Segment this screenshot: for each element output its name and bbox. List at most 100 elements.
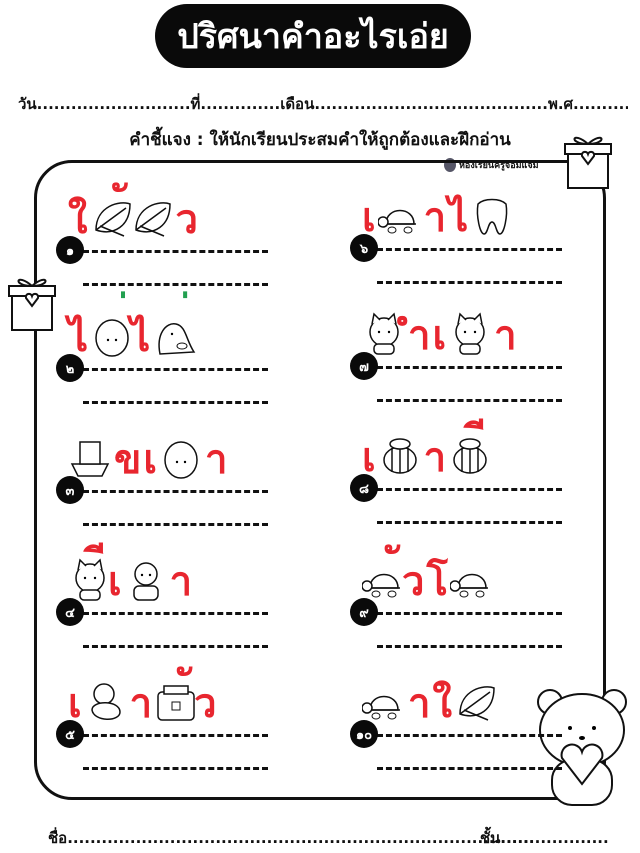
turtle-icon bbox=[362, 573, 400, 598]
item-number: ๑๐ bbox=[350, 720, 378, 748]
turtle-icon bbox=[362, 695, 400, 720]
answer-line[interactable] bbox=[83, 250, 268, 253]
exercise-item: ัวโ๙ bbox=[350, 542, 602, 648]
answer-line[interactable] bbox=[83, 490, 268, 493]
answer-line[interactable] bbox=[377, 645, 562, 648]
turtle-icon bbox=[449, 573, 488, 598]
letter: า bbox=[205, 437, 228, 483]
cat-icon bbox=[369, 312, 399, 355]
answer-line[interactable] bbox=[377, 521, 562, 524]
answer-line[interactable] bbox=[377, 248, 562, 251]
cat-icon bbox=[75, 558, 105, 601]
exercise-item: าใ๑๐ bbox=[350, 664, 602, 770]
tooth-icon bbox=[477, 198, 508, 235]
credit-text: ห้องเรียนครูจ๋อมแจ่ม bbox=[459, 161, 539, 171]
man-icon bbox=[132, 562, 159, 601]
letter: า bbox=[169, 559, 193, 605]
bag-icon bbox=[157, 685, 195, 721]
letter: ว bbox=[175, 197, 198, 243]
letter: เ bbox=[68, 681, 82, 727]
bear-icon bbox=[537, 689, 627, 806]
letter: ใ bbox=[68, 197, 88, 243]
exercise-item: เ าไ๖ bbox=[350, 178, 602, 284]
letter: ว bbox=[402, 559, 425, 605]
letter: ว bbox=[194, 681, 217, 727]
word-puzzle: ำเ า bbox=[362, 296, 602, 356]
word-puzzle: เาี bbox=[362, 418, 602, 478]
answer-line[interactable] bbox=[377, 767, 562, 770]
answer-line[interactable] bbox=[377, 734, 562, 737]
answer-line[interactable] bbox=[377, 399, 562, 402]
item-number: ๒ bbox=[56, 354, 84, 382]
letter: ไ bbox=[448, 195, 469, 241]
letter: เ bbox=[143, 437, 158, 483]
letter: เ bbox=[108, 559, 122, 605]
exercise-item: ใัว๑ bbox=[56, 180, 308, 286]
chick-icon bbox=[158, 323, 196, 355]
item-number: ๖ bbox=[350, 234, 378, 262]
leaf-icon bbox=[459, 686, 495, 721]
date-line: วัน...........................ที่.......… bbox=[18, 95, 628, 113]
answer-line[interactable] bbox=[377, 366, 562, 369]
answer-line[interactable] bbox=[83, 612, 268, 615]
letter: เ bbox=[362, 435, 376, 481]
answer-line[interactable] bbox=[83, 734, 268, 737]
word-puzzle: ขเ า bbox=[68, 420, 308, 480]
exercise-item: เาัว๕ bbox=[56, 664, 308, 770]
answer-line[interactable] bbox=[377, 488, 562, 491]
item-number: ๘ bbox=[350, 474, 378, 502]
name-line: ชื่อ....................................… bbox=[48, 829, 535, 847]
gift-box-icon bbox=[564, 136, 612, 189]
letter: ไ bbox=[130, 315, 151, 361]
bee-icon bbox=[453, 438, 487, 474]
answer-line[interactable] bbox=[83, 645, 268, 648]
item-number: ๗ bbox=[350, 352, 378, 380]
letter: า bbox=[129, 681, 153, 727]
letter: ำ bbox=[408, 313, 431, 359]
letter: ไ bbox=[68, 315, 89, 361]
leaf-icon bbox=[94, 202, 131, 237]
item-number: ๑ bbox=[56, 236, 84, 264]
answer-line[interactable] bbox=[83, 767, 268, 770]
instruction: คำชี้แจง : ให้นักเรียนประสมคำให้ถูกต้องแ… bbox=[129, 130, 511, 150]
exercise-item: ขเ า๓ bbox=[56, 420, 308, 526]
exercise-item: ำเ า๗ bbox=[350, 296, 602, 402]
word-puzzle: ัวโ bbox=[362, 542, 602, 602]
class-line: ชั้น................... bbox=[480, 829, 609, 847]
item-number: ๙ bbox=[350, 598, 378, 626]
letter: า bbox=[423, 435, 447, 481]
letter: ใ bbox=[432, 681, 452, 727]
letter: โ bbox=[426, 559, 448, 605]
gift-box-icon bbox=[8, 278, 56, 331]
answer-line[interactable] bbox=[377, 612, 562, 615]
answer-line[interactable] bbox=[83, 401, 268, 404]
word-puzzle: ใัว bbox=[68, 180, 308, 240]
answer-line[interactable] bbox=[83, 368, 268, 371]
answer-line[interactable] bbox=[83, 283, 268, 286]
letter: า bbox=[494, 313, 517, 359]
egg-icon bbox=[164, 441, 198, 479]
cat-icon bbox=[455, 312, 485, 355]
letter: า bbox=[408, 681, 431, 727]
answer-line[interactable] bbox=[83, 523, 268, 526]
letter: เ bbox=[362, 195, 376, 241]
word-puzzle: าใ bbox=[362, 664, 602, 724]
turtle-icon bbox=[377, 209, 416, 234]
word-puzzle: ีเา bbox=[68, 542, 308, 602]
letter: เ bbox=[432, 313, 447, 359]
exercise-item: ไ่ไ่๒ bbox=[56, 298, 308, 404]
word-puzzle: ไ่ไ่ bbox=[68, 298, 308, 358]
item-number: ๔ bbox=[56, 598, 84, 626]
shell-icon bbox=[90, 683, 121, 720]
item-number: ๕ bbox=[56, 720, 84, 748]
answer-line[interactable] bbox=[377, 281, 562, 284]
item-number: ๓ bbox=[56, 476, 84, 504]
word-puzzle: เาัว bbox=[68, 664, 308, 724]
egg-icon bbox=[95, 319, 129, 357]
bee-icon bbox=[382, 438, 417, 474]
word-puzzle: เ าไ bbox=[362, 178, 602, 238]
leaf-icon bbox=[134, 202, 171, 237]
letter: า bbox=[423, 195, 447, 241]
letter: ข bbox=[114, 437, 142, 483]
exercise-item: เาี๘ bbox=[350, 418, 602, 524]
